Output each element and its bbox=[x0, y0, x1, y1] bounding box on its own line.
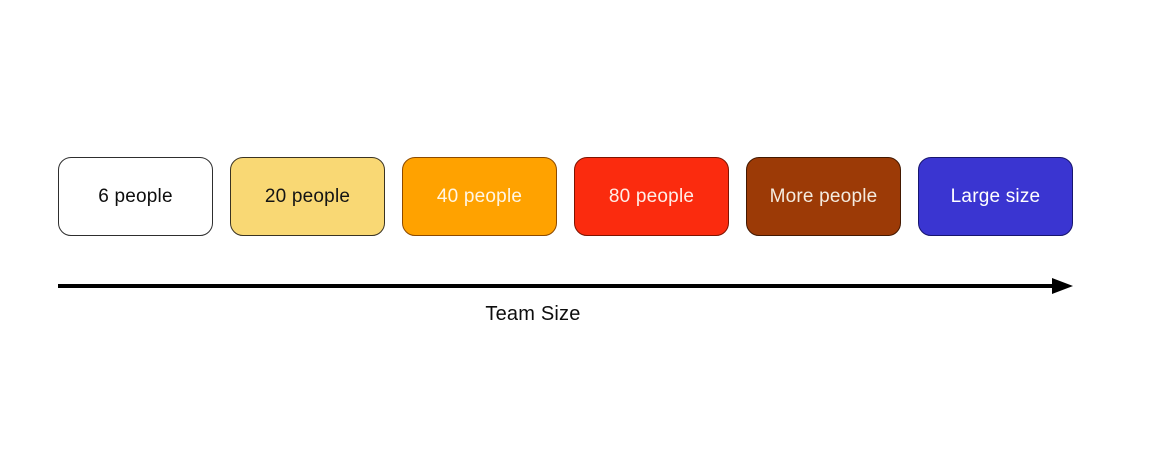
stage-box-6-people: 6 people bbox=[58, 157, 213, 236]
stage-box-more-people: More people bbox=[746, 157, 901, 236]
team-size-axis-arrow bbox=[58, 278, 1073, 294]
arrow-head-icon bbox=[1052, 278, 1073, 294]
arrow-line bbox=[58, 284, 1053, 288]
team-size-box-row: 6 people 20 people 40 people 80 people M… bbox=[58, 157, 1073, 236]
stage-box-80-people: 80 people bbox=[574, 157, 729, 236]
stage-box-40-people: 40 people bbox=[402, 157, 557, 236]
stage-box-20-people: 20 people bbox=[230, 157, 385, 236]
axis-label-team-size: Team Size bbox=[485, 303, 581, 325]
stage-box-large-size: Large size bbox=[918, 157, 1073, 236]
